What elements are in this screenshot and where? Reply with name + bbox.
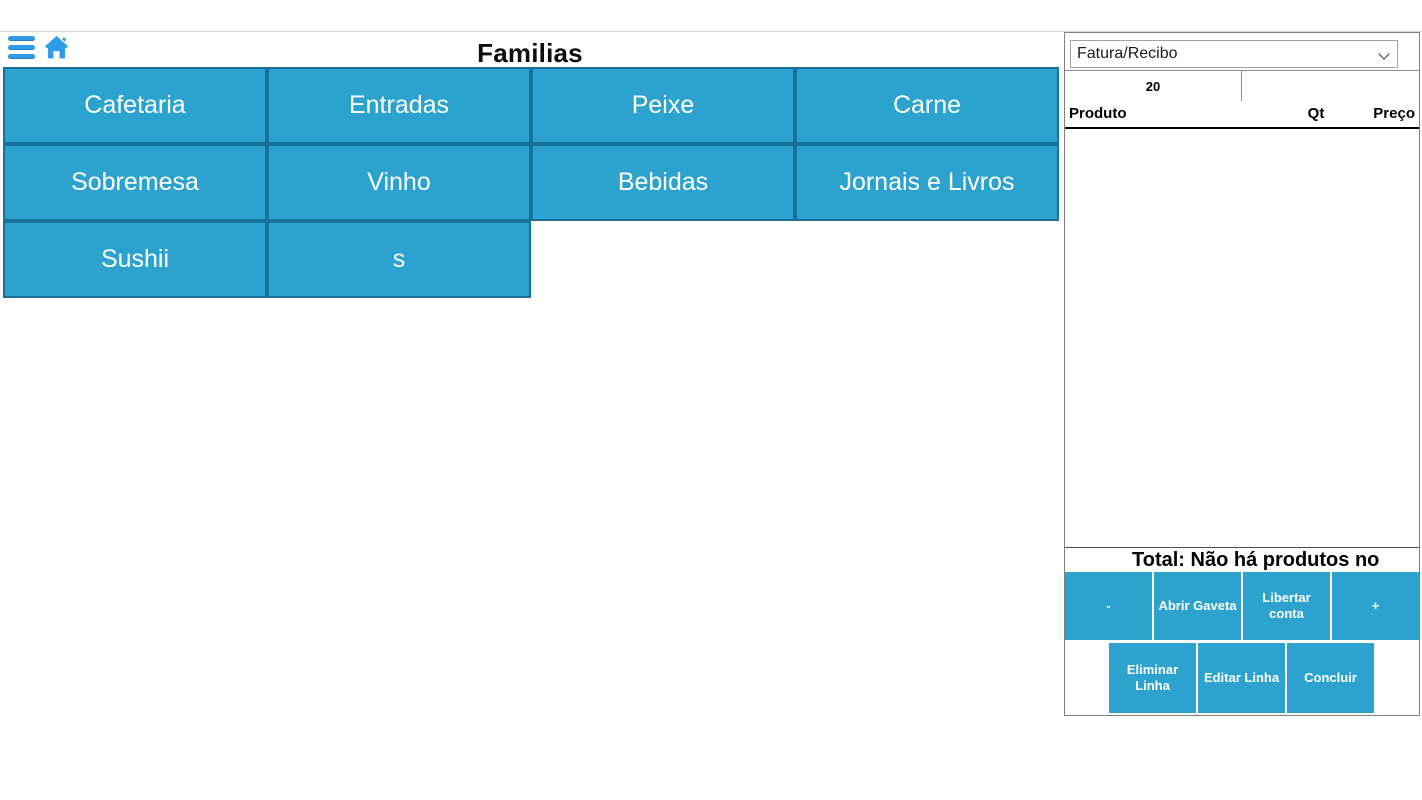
top-divider bbox=[0, 31, 1422, 32]
table-number-cell[interactable]: 20 bbox=[1145, 78, 1161, 94]
family-button-jornais-e-livros[interactable]: Jornais e Livros bbox=[795, 144, 1059, 221]
actions-row-1: - Abrir Gaveta Libertar conta + bbox=[1065, 572, 1419, 640]
chevron-down-icon bbox=[1378, 48, 1390, 60]
actions-row-2: Eliminar Linha Editar Linha Concluir bbox=[1109, 643, 1374, 713]
family-button-entradas[interactable]: Entradas bbox=[267, 67, 531, 144]
divider bbox=[1241, 71, 1242, 101]
divider bbox=[1065, 547, 1419, 548]
table-number-row: 20 bbox=[1065, 71, 1419, 101]
family-grid: Cafetaria Entradas Peixe Carne Sobremesa… bbox=[3, 67, 1059, 298]
hamburger-bar bbox=[8, 45, 35, 50]
product-list bbox=[1065, 129, 1419, 547]
family-button-sobremesa[interactable]: Sobremesa bbox=[3, 144, 267, 221]
delete-line-button[interactable]: Eliminar Linha bbox=[1109, 643, 1196, 713]
home-icon[interactable] bbox=[42, 33, 71, 62]
page-title: Familias bbox=[477, 38, 583, 68]
edit-line-button[interactable]: Editar Linha bbox=[1198, 643, 1285, 713]
increase-button[interactable]: + bbox=[1332, 572, 1419, 640]
open-drawer-button[interactable]: Abrir Gaveta bbox=[1154, 572, 1241, 640]
family-button-sushii[interactable]: Sushii bbox=[3, 221, 267, 298]
decrease-button[interactable]: - bbox=[1065, 572, 1152, 640]
column-header-product: Produto bbox=[1069, 105, 1127, 122]
family-button-s[interactable]: s bbox=[267, 221, 531, 298]
document-type-value: Fatura/Recibo bbox=[1077, 45, 1178, 62]
product-table-header: Produto Qt Preço bbox=[1065, 102, 1419, 129]
hamburger-bar bbox=[8, 54, 35, 59]
family-button-peixe[interactable]: Peixe bbox=[531, 67, 795, 144]
column-header-qty: Qt bbox=[1307, 105, 1325, 122]
column-header-price: Preço bbox=[1373, 105, 1415, 122]
receipt-panel: Fatura/Recibo 20 Produto Qt Preço Total:… bbox=[1064, 32, 1420, 716]
family-button-cafetaria[interactable]: Cafetaria bbox=[3, 67, 267, 144]
conclude-button[interactable]: Concluir bbox=[1287, 643, 1374, 713]
hamburger-bar bbox=[8, 36, 35, 41]
family-button-vinho[interactable]: Vinho bbox=[267, 144, 531, 221]
release-account-button[interactable]: Libertar conta bbox=[1243, 572, 1330, 640]
family-button-bebidas[interactable]: Bebidas bbox=[531, 144, 795, 221]
family-button-carne[interactable]: Carne bbox=[795, 67, 1059, 144]
hamburger-menu-icon[interactable] bbox=[8, 36, 35, 60]
divider bbox=[1065, 70, 1419, 71]
document-type-select[interactable]: Fatura/Recibo bbox=[1070, 40, 1398, 68]
total-label: Total: Não há produtos no bbox=[1132, 549, 1380, 571]
